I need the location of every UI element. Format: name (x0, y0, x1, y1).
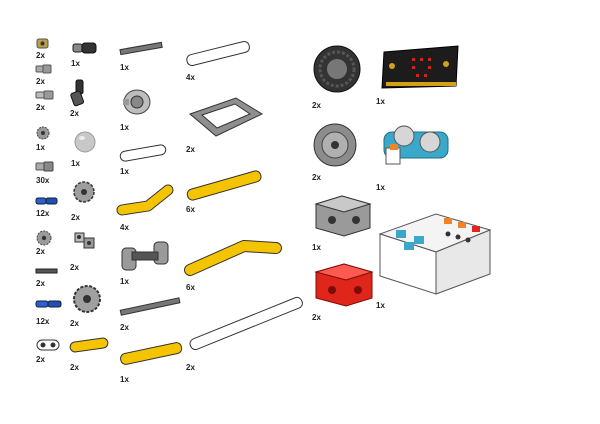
qty-label: 1x (376, 183, 385, 192)
beam-icon (120, 342, 183, 365)
qty-label: 1x (71, 159, 80, 168)
qty-label: 4x (186, 73, 195, 82)
qty-label: 1x (120, 63, 129, 72)
servo-icon (314, 195, 372, 237)
axle-icon (119, 297, 181, 316)
qty-label: 30x (36, 176, 50, 185)
tire-icon (313, 45, 361, 93)
qty-label: 1x (120, 375, 129, 384)
qty-label: 1x (376, 97, 385, 106)
sensor-icon (383, 125, 449, 165)
qty-label: 2x (186, 363, 195, 372)
beam-icon (184, 240, 282, 276)
bushing-icon (36, 38, 49, 49)
pin-icon (35, 64, 52, 74)
qty-label: 2x (70, 319, 79, 328)
qty-label: 2x (70, 363, 79, 372)
beam-icon (116, 184, 174, 216)
gear-icon (73, 285, 101, 313)
qty-label: 1x (120, 167, 129, 176)
beam-icon (36, 339, 60, 351)
qty-label: 2x (186, 145, 195, 154)
frame-icon (189, 97, 264, 137)
gear-icon (73, 181, 95, 203)
hub-icon (123, 89, 151, 115)
qty-label: 6x (186, 283, 195, 292)
pin-icon (35, 161, 54, 172)
qty-label: 6x (186, 205, 195, 214)
expansion-board-icon (378, 213, 492, 295)
frame-icon (121, 241, 169, 271)
pin-icon (35, 90, 54, 100)
qty-label: 4x (120, 223, 129, 232)
beam-icon (189, 296, 303, 351)
rim-icon (313, 123, 357, 167)
qty-label: 2x (36, 355, 45, 364)
beam-icon (69, 337, 109, 353)
qty-label: 1x (71, 59, 80, 68)
qty-label: 2x (36, 77, 45, 86)
qty-label: 2x (120, 323, 129, 332)
gear-icon (36, 126, 50, 140)
ball-icon (74, 131, 96, 153)
qty-label: 2x (70, 263, 79, 272)
qty-label: 2x (312, 313, 321, 322)
qty-label: 1x (376, 301, 385, 310)
qty-label: 1x (36, 143, 45, 152)
cross-block-icon (74, 232, 95, 249)
qty-label: 1x (312, 243, 321, 252)
qty-label: 2x (36, 279, 45, 288)
connector-icon (70, 79, 85, 107)
gear-icon (36, 230, 52, 246)
microbit-icon (381, 45, 459, 89)
qty-label: 1x (120, 123, 129, 132)
servo-icon (314, 263, 374, 307)
qty-label: 12x (36, 209, 50, 218)
connector-icon (72, 42, 97, 54)
qty-label: 2x (70, 109, 79, 118)
beam-icon (119, 144, 167, 162)
qty-label: 2x (312, 173, 321, 182)
axle-icon (35, 268, 58, 274)
qty-label: 2x (36, 247, 45, 256)
qty-label: 12x (36, 317, 50, 326)
qty-label: 2x (36, 103, 45, 112)
qty-label: 2x (71, 213, 80, 222)
beam-icon (186, 40, 250, 67)
pin-icon (35, 300, 62, 308)
qty-label: 2x (312, 101, 321, 110)
axle-icon (119, 41, 163, 56)
qty-label: 1x (120, 277, 129, 286)
beam-icon (186, 170, 262, 201)
qty-label: 2x (36, 51, 45, 60)
pin-icon (35, 197, 58, 205)
